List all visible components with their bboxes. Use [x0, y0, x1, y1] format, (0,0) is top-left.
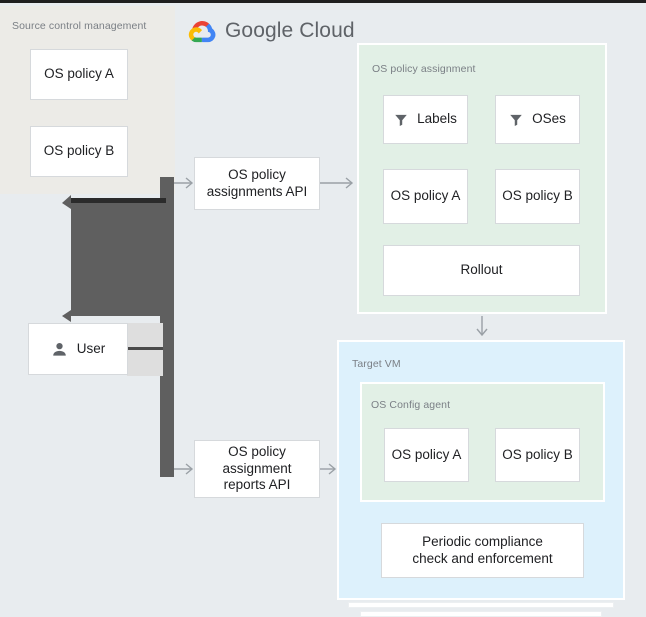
os-policy-assignment-reports-api-label: OS policy assignment reports API	[222, 443, 292, 493]
reports-api-to-target-vm-arrowhead	[328, 463, 337, 475]
os-config-agent-label: OS Config agent	[371, 399, 451, 411]
google-cloud-logo-icon	[188, 19, 216, 43]
filter-icon	[394, 113, 408, 127]
scm-os-policy-a-label: OS policy A	[44, 66, 114, 82]
assignment-os-policy-a-box[interactable]: OS policy A	[383, 169, 468, 224]
pipe-to-scm-top-arrowhead	[62, 195, 71, 209]
user-channel-top-line	[71, 198, 166, 203]
vertical-pipe	[160, 177, 174, 477]
agent-os-policy-a-box[interactable]: OS policy A	[384, 428, 469, 482]
google-cloud-wordmark: Google Cloud	[225, 19, 355, 43]
user-label: User	[76, 340, 106, 356]
periodic-compliance-label: Periodic compliance check and enforcemen…	[412, 533, 553, 566]
pipe-to-scm-bottom-arrowhead	[62, 310, 71, 322]
agent-os-policy-b-box[interactable]: OS policy B	[495, 428, 580, 482]
pipe-to-reports-api-arrowhead	[185, 463, 194, 475]
rollout-label: Rollout	[460, 262, 503, 278]
target-vm-stack-layer-2	[360, 611, 602, 617]
assignment-os-policy-a-label: OS policy A	[390, 188, 461, 204]
assignments-api-to-panel-arrowhead	[345, 177, 354, 189]
wordmark-google: Google	[225, 19, 294, 42]
oses-filter-box[interactable]: OSes	[495, 95, 580, 144]
assignment-to-target-vm-arrowhead	[476, 328, 488, 337]
labels-filter-label: Labels	[417, 111, 457, 127]
oses-filter-label: OSes	[532, 111, 566, 127]
scm-os-policy-b-label: OS policy B	[43, 143, 115, 159]
scm-os-policy-b-box[interactable]: OS policy B	[30, 126, 128, 177]
user-channel-block	[71, 202, 166, 316]
google-cloud-brand: Google Cloud	[188, 19, 355, 43]
labels-filter-box[interactable]: Labels	[383, 95, 468, 144]
os-policy-assignments-api-box[interactable]: OS policy assignments API	[194, 157, 320, 210]
user-connector-block	[127, 323, 163, 376]
assignment-os-policy-b-label: OS policy B	[502, 188, 573, 204]
target-vm-stack-layer-1	[348, 602, 614, 608]
periodic-compliance-box[interactable]: Periodic compliance check and enforcemen…	[381, 523, 584, 578]
scm-os-policy-a-box[interactable]: OS policy A	[30, 49, 128, 100]
os-policy-assignments-api-label: OS policy assignments API	[206, 166, 308, 199]
os-policy-assignment-reports-api-box[interactable]: OS policy assignment reports API	[194, 440, 320, 498]
pipe-to-assignments-api-arrowhead	[185, 177, 194, 189]
agent-os-policy-b-label: OS policy B	[502, 446, 573, 462]
rollout-box[interactable]: Rollout	[383, 245, 580, 296]
os-policy-assignment-label: OS policy assignment	[372, 63, 476, 75]
agent-os-policy-a-label: OS policy A	[391, 446, 462, 462]
assignment-os-policy-b-box[interactable]: OS policy B	[495, 169, 580, 224]
filter-icon	[509, 113, 523, 127]
person-icon	[51, 341, 68, 358]
source-control-management-label: Source control management	[12, 20, 147, 32]
user-box[interactable]: User	[28, 323, 128, 375]
user-connector-line	[127, 347, 163, 350]
wordmark-cloud: Cloud	[299, 19, 355, 42]
target-vm-label: Target VM	[352, 358, 401, 370]
